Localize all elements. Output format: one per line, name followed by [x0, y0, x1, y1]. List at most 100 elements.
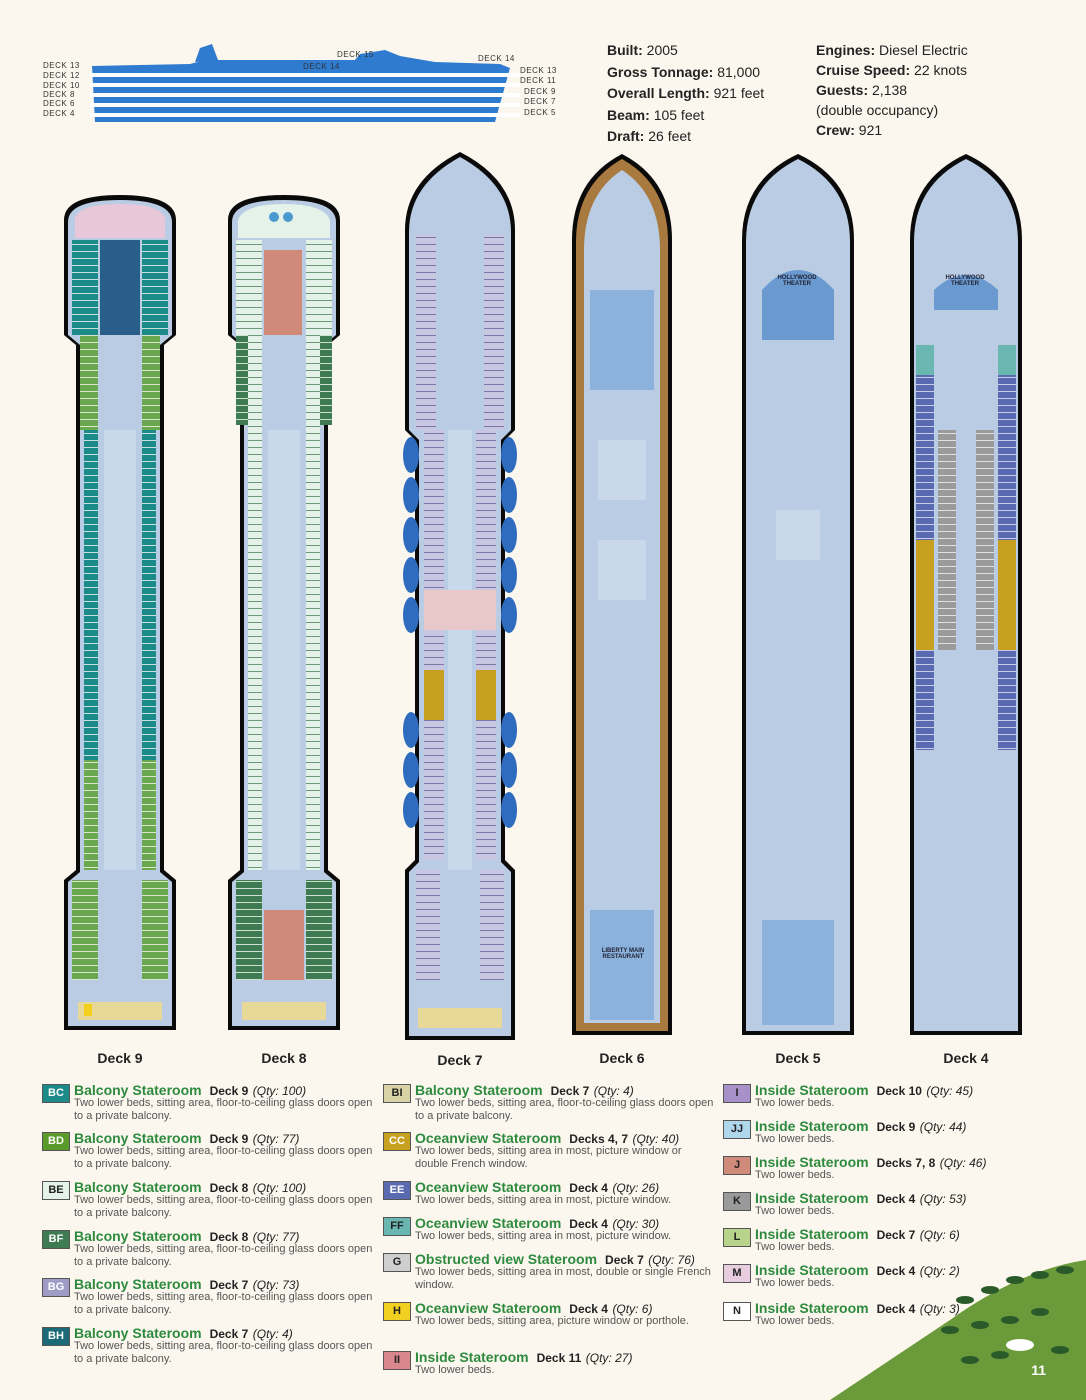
deck-title: Deck 5 — [775, 1050, 821, 1066]
legend-description: Two lower beds, sitting area in most, pi… — [415, 1230, 672, 1242]
legend-description: Two lower beds. — [755, 1205, 835, 1217]
deck4-feature: HOLLYWOOD THEATER — [945, 275, 985, 287]
deck-5-plan — [742, 154, 854, 1035]
legend-code-badge: BI — [383, 1084, 411, 1103]
legend-deck: Deck 4 — [876, 1192, 916, 1206]
legend-deck: Deck 10 — [876, 1084, 922, 1098]
legend-code-badge: N — [723, 1302, 751, 1321]
legend-deck: Deck 8 — [209, 1230, 249, 1244]
legend-qty: (Qty: 3) — [919, 1302, 960, 1316]
legend-code-badge: BF — [42, 1230, 70, 1249]
page-number: 11 — [1031, 1362, 1046, 1378]
legend-name: Balcony Stateroom — [74, 1228, 202, 1244]
legend-deck: Deck 8 — [209, 1181, 249, 1195]
legend-qty: (Qty: 100) — [252, 1181, 307, 1195]
legend-qty: (Qty: 40) — [632, 1132, 680, 1146]
legend-description: Two lower beds, sitting area in most, pi… — [415, 1145, 682, 1170]
legend-name: Oceanview Stateroom — [415, 1130, 562, 1146]
legend-code-badge: G — [383, 1253, 411, 1272]
legend-deck: Decks 7, 8 — [876, 1156, 936, 1170]
ship-profile-graphic — [90, 44, 520, 122]
deck-8-plan — [228, 195, 340, 1030]
legend-qty: (Qty: 45) — [926, 1084, 974, 1098]
legend-deck: Deck 9 — [209, 1132, 249, 1146]
spec-value: 81,000 — [717, 63, 761, 80]
legend-name: Inside Stateroom — [415, 1349, 529, 1365]
legend-name: Balcony Stateroom — [74, 1325, 202, 1341]
legend-code-badge: I — [723, 1084, 751, 1103]
legend-code-badge: BC — [42, 1084, 70, 1103]
profile-label: DECK 14 — [303, 62, 340, 71]
legend-name: Balcony Stateroom — [74, 1082, 202, 1098]
legend-description: Two lower beds, sitting area, picture wi… — [415, 1315, 689, 1327]
profile-label: DECK 8 — [43, 90, 75, 99]
spec-row: Gross Tonnage: 81,000 — [607, 62, 764, 84]
legend-qty: (Qty: 77) — [252, 1230, 300, 1244]
legend-name: Balcony Stateroom — [74, 1130, 202, 1146]
legend-qty: (Qty: 46) — [939, 1156, 987, 1170]
legend-code-badge: CC — [383, 1132, 411, 1151]
legend-description: Two lower beds. — [755, 1315, 835, 1327]
spec-value: 921 feet — [713, 85, 765, 101]
profile-label: DECK 6 — [43, 99, 75, 108]
legend-qty: (Qty: 76) — [648, 1253, 695, 1267]
legend-qty: (Qty: 6) — [919, 1228, 960, 1242]
legend-code-badge: M — [723, 1264, 751, 1283]
legend-description: Two lower beds, sitting area, floor-to-c… — [415, 1097, 714, 1122]
legend-description: Two lower beds, sitting area, floor-to-c… — [74, 1340, 373, 1365]
profile-label: DECK 4 — [43, 109, 75, 118]
legend-deck: Deck 7 — [550, 1084, 590, 1098]
spec-label: Engines: — [816, 42, 876, 58]
deck-title: Deck 6 — [599, 1050, 645, 1066]
legend-code-badge: BG — [42, 1278, 70, 1297]
spec-row: Engines: Diesel Electric — [816, 40, 968, 60]
deck-title: Deck 4 — [943, 1050, 989, 1066]
deck-9-plan — [64, 195, 176, 1030]
legend-qty: (Qty: 4) — [593, 1084, 634, 1098]
legend-qty: (Qty: 44) — [919, 1120, 967, 1134]
legend-code-badge: K — [723, 1192, 751, 1211]
legend-deck: Deck 4 — [876, 1302, 916, 1316]
profile-label: DECK 13 — [520, 66, 557, 75]
legend-deck: Deck 7 — [209, 1278, 249, 1292]
deck5-feature: HOLLYWOOD THEATER — [777, 275, 817, 287]
spec-value: 22 knots — [914, 62, 967, 78]
ship-profile — [40, 40, 560, 130]
fish-icon — [1006, 1339, 1034, 1351]
legend-name: Balcony Stateroom — [415, 1082, 543, 1098]
legend-code-badge: EE — [383, 1181, 411, 1200]
spec-value: 105 feet — [653, 106, 705, 123]
spec-value: 26 feet — [648, 128, 692, 144]
profile-label: DECK 7 — [524, 97, 556, 106]
legend-description: Two lower beds, sitting area in most, pi… — [415, 1194, 672, 1206]
spec-value: 2,138 — [872, 82, 908, 98]
spec-value: Diesel Electric — [879, 42, 968, 58]
legend-description: Two lower beds. — [755, 1133, 835, 1145]
legend-code-badge: BE — [42, 1181, 70, 1200]
spec-label: Crew: — [816, 122, 855, 138]
legend-deck: Deck 9 — [209, 1084, 249, 1098]
legend-code-badge: BH — [42, 1327, 70, 1346]
legend-qty: (Qty: 27) — [585, 1351, 633, 1365]
legend-code-badge: II — [383, 1351, 411, 1370]
legend-name: Balcony Stateroom — [74, 1276, 202, 1292]
profile-label: DECK 14 — [478, 54, 515, 63]
profile-label: DECK 15 — [337, 50, 374, 59]
spec-label: Guests: — [816, 82, 869, 98]
profile-label: DECK 9 — [524, 87, 556, 96]
legend-code-badge: BD — [42, 1132, 70, 1151]
legend-description: Two lower beds, sitting area, floor-to-c… — [74, 1145, 373, 1170]
legend-code-badge: FF — [383, 1217, 411, 1236]
